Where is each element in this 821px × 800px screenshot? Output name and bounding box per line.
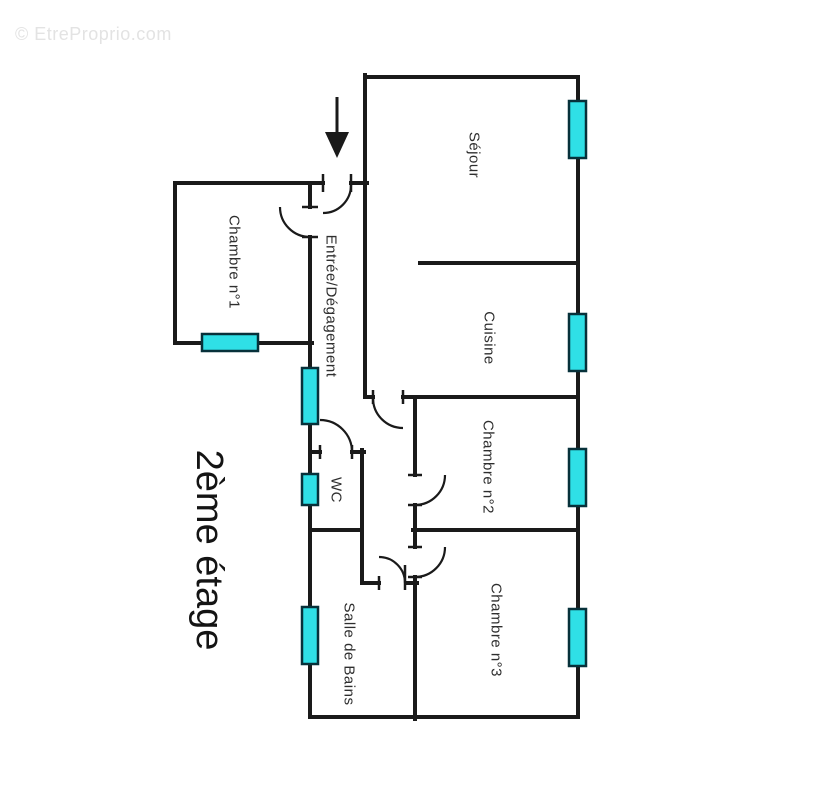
windows — [200, 99, 588, 668]
hallway-window-icon — [300, 366, 320, 426]
room-label-chambre2: Chambre n°2 — [480, 420, 497, 514]
wc-window-icon — [300, 472, 320, 507]
floor-title: 2ème étage — [188, 450, 230, 651]
room-label-salle-de-bains: Salle de Bains — [341, 603, 358, 706]
wc-door-jambs — [318, 445, 354, 459]
entry-door-jambs — [321, 174, 353, 192]
watermark: © EtreProprio.com — [15, 24, 172, 44]
sdb-window-icon — [300, 605, 320, 666]
wc-door-arc — [319, 418, 354, 453]
entry-door-arc — [322, 184, 353, 215]
room-label-cuisine: Cuisine — [481, 311, 498, 365]
walls — [173, 73, 580, 721]
chambre1-door-arc — [278, 206, 311, 239]
cuisine-door-arc — [371, 397, 404, 430]
door-arcs — [278, 184, 447, 584]
chambre2-window-icon — [567, 447, 588, 508]
chambre2-door-arc — [414, 474, 447, 507]
room-label-entree: Entrée/Dégagement — [323, 235, 340, 378]
chambre1-walls — [173, 181, 314, 345]
sdb-door-arc — [378, 555, 407, 584]
cuisine-window-icon — [567, 312, 588, 373]
chambre3-door-jambs — [408, 545, 422, 579]
chambre3-door-arc — [414, 546, 447, 579]
room-label-sejour: Séjour — [466, 132, 483, 178]
room-label-wc: WC — [328, 477, 345, 503]
room-labels: Séjour Cuisine Chambre n°1 Chambre n°2 C… — [226, 132, 505, 706]
entrance-arrow-icon — [325, 97, 349, 158]
chambre1-door-jambs — [302, 205, 318, 239]
chambre2-door-jambs — [408, 473, 422, 507]
room-label-chambre1: Chambre n°1 — [226, 215, 243, 309]
room-label-chambre3: Chambre n°3 — [488, 583, 505, 677]
cuisine-door-jambs — [371, 390, 405, 404]
chambre1-window-icon — [200, 332, 260, 353]
chambre3-window-icon — [567, 607, 588, 668]
sejour-window-icon — [567, 99, 588, 160]
